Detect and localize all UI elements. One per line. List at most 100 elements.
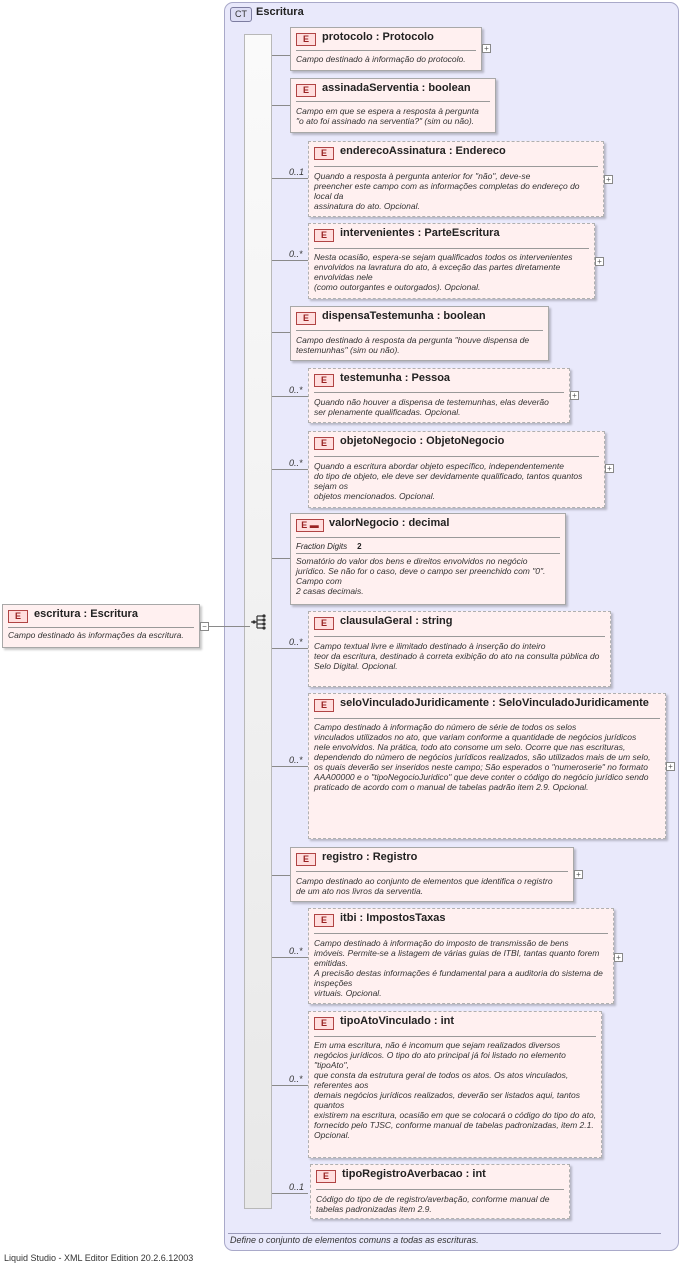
element-clausulaGeral[interactable]: E clausulaGeral : string Campo textual l…: [308, 611, 611, 687]
sequence-bar: [244, 34, 272, 1209]
element-tipoRegistroAverbacao[interactable]: E tipoRegistroAverbacao : int Código do …: [310, 1164, 570, 1219]
expand-toggle[interactable]: +: [605, 464, 614, 473]
connector-line: [272, 55, 290, 56]
element-divider: [296, 553, 560, 554]
connector-line: [272, 1085, 308, 1086]
element-badge: E: [314, 1017, 334, 1030]
element-title: testemunha : Pessoa: [340, 372, 451, 384]
element-description: Campo destinado à informação do protocol…: [296, 54, 466, 64]
expand-toggle[interactable]: +: [482, 44, 491, 53]
cardinality-label: 0..1: [289, 167, 305, 177]
element-divider: [8, 627, 194, 628]
connector-line: [272, 957, 308, 958]
cardinality-label: 0..*: [289, 385, 303, 395]
complex-type-documentation: Define o conjunto de elementos comuns a …: [230, 1235, 479, 1245]
element-registro[interactable]: E registro : Registro Campo destinado ao…: [290, 847, 574, 902]
element-intervenientes[interactable]: E intervenientes : ParteEscritura Nesta …: [308, 223, 595, 299]
element-title: dispensaTestemunha : boolean: [322, 310, 486, 322]
element-divider: [296, 50, 476, 51]
connector-line: [272, 260, 308, 261]
element-badge: E: [314, 437, 334, 450]
cardinality-label: 0..*: [289, 458, 303, 468]
element-description: Campo destinado à resposta da pergunta "…: [296, 335, 530, 355]
connector-line: [272, 105, 290, 106]
element-description: Campo destinado ao conjunto de elementos…: [296, 876, 553, 896]
element-title: itbi : ImpostosTaxas: [340, 912, 446, 924]
collapse-toggle[interactable]: −: [200, 622, 209, 631]
element-description: Campo em que se espera a resposta à perg…: [296, 106, 479, 126]
expand-toggle[interactable]: +: [574, 870, 583, 879]
element-badge: E: [314, 374, 334, 387]
element-testemunha[interactable]: E testemunha : Pessoa Quando não houver …: [308, 368, 570, 423]
expand-toggle[interactable]: +: [604, 175, 613, 184]
connector-line: [272, 332, 290, 333]
connector-line: [272, 178, 308, 179]
expand-toggle[interactable]: +: [570, 391, 579, 400]
facet-icon: ▬: [309, 520, 319, 530]
element-badge: E: [314, 147, 334, 160]
cardinality-label: 0..*: [289, 637, 303, 647]
connector-line: [272, 1193, 308, 1194]
cardinality-label: 0..*: [289, 1074, 303, 1084]
expand-toggle[interactable]: +: [666, 762, 675, 771]
element-dispensaTestemunha[interactable]: E dispensaTestemunha : boolean Campo des…: [290, 306, 549, 361]
element-badge: E: [296, 853, 316, 866]
element-valorNegocio[interactable]: E ▬ valorNegocio : decimal Fraction Digi…: [290, 513, 566, 605]
element-divider: [296, 330, 543, 331]
element-seloVinculadoJuridicamente[interactable]: E seloVinculadoJuridicamente : SeloVincu…: [308, 693, 666, 839]
element-description: Campo destinado às informações da escrit…: [8, 630, 184, 640]
expand-toggle[interactable]: +: [614, 953, 623, 962]
element-title: registro : Registro: [322, 851, 418, 863]
element-divider: [314, 166, 598, 167]
element-divider: [296, 871, 568, 872]
element-description: Quando não houver a dispensa de testemun…: [314, 397, 549, 417]
element-badge: E: [314, 699, 334, 712]
cardinality-label: 0..*: [289, 946, 303, 956]
sequence-compositor-icon[interactable]: [250, 613, 268, 631]
cardinality-label: 0..*: [289, 249, 303, 259]
element-divider: [296, 101, 490, 102]
element-badge: E: [296, 312, 316, 325]
element-title: enderecoAssinatura : Endereco: [340, 145, 506, 157]
element-description: Campo destinado à informação do imposto …: [314, 938, 603, 998]
element-badge: E: [316, 1170, 336, 1183]
expand-toggle[interactable]: +: [595, 257, 604, 266]
cardinality-label: 0..1: [289, 1182, 305, 1192]
connector-line: [272, 875, 290, 876]
element-enderecoAssinatura[interactable]: E enderecoAssinatura : Endereco Quando a…: [308, 141, 604, 217]
element-title: clausulaGeral : string: [340, 615, 453, 627]
element-title: seloVinculadoJuridicamente : SeloVincula…: [340, 697, 649, 709]
root-element-escritura[interactable]: E escritura : Escritura Campo destinado …: [2, 604, 200, 648]
element-description: Nesta ocasião, espera-se sejam qualifica…: [314, 252, 573, 292]
element-protocolo[interactable]: E protocolo : Protocolo Campo destinado …: [290, 27, 482, 71]
element-title: valorNegocio : decimal: [329, 517, 450, 529]
element-description: Quando a escritura abordar objeto especí…: [314, 461, 583, 501]
element-tipoAtoVinculado[interactable]: E tipoAtoVinculado : int Em uma escritur…: [308, 1011, 602, 1158]
element-description: Em uma escritura, não é incomum que seja…: [314, 1040, 597, 1140]
element-title: protocolo : Protocolo: [322, 31, 434, 43]
element-divider: [316, 1189, 564, 1190]
element-itbi[interactable]: E itbi : ImpostosTaxas Campo destinado à…: [308, 908, 614, 1004]
element-description: Somatório do valor dos bens e direitos e…: [296, 556, 546, 596]
complex-type-title: Escritura: [256, 6, 304, 18]
element-assinadaServentia[interactable]: E assinadaServentia : boolean Campo em q…: [290, 78, 496, 133]
element-title: objetoNegocio : ObjetoNegocio: [340, 435, 505, 447]
element-badge: E: [314, 617, 334, 630]
element-badge: E: [8, 610, 28, 623]
complex-type-badge: CT: [230, 7, 252, 22]
element-badge: E ▬: [296, 519, 324, 532]
element-badge-letter: E: [301, 520, 308, 530]
documentation-divider: [228, 1233, 661, 1234]
element-divider: [296, 537, 560, 538]
element-divider: [314, 456, 599, 457]
element-divider: [314, 392, 564, 393]
element-badge: E: [314, 229, 334, 242]
element-badge: E: [296, 84, 316, 97]
element-divider: [314, 1036, 596, 1037]
connector-line: [272, 396, 308, 397]
element-title: intervenientes : ParteEscritura: [340, 227, 500, 239]
element-divider: [314, 718, 660, 719]
element-title: escritura : Escritura: [34, 608, 138, 620]
element-objetoNegocio[interactable]: E objetoNegocio : ObjetoNegocio Quando a…: [308, 431, 605, 508]
